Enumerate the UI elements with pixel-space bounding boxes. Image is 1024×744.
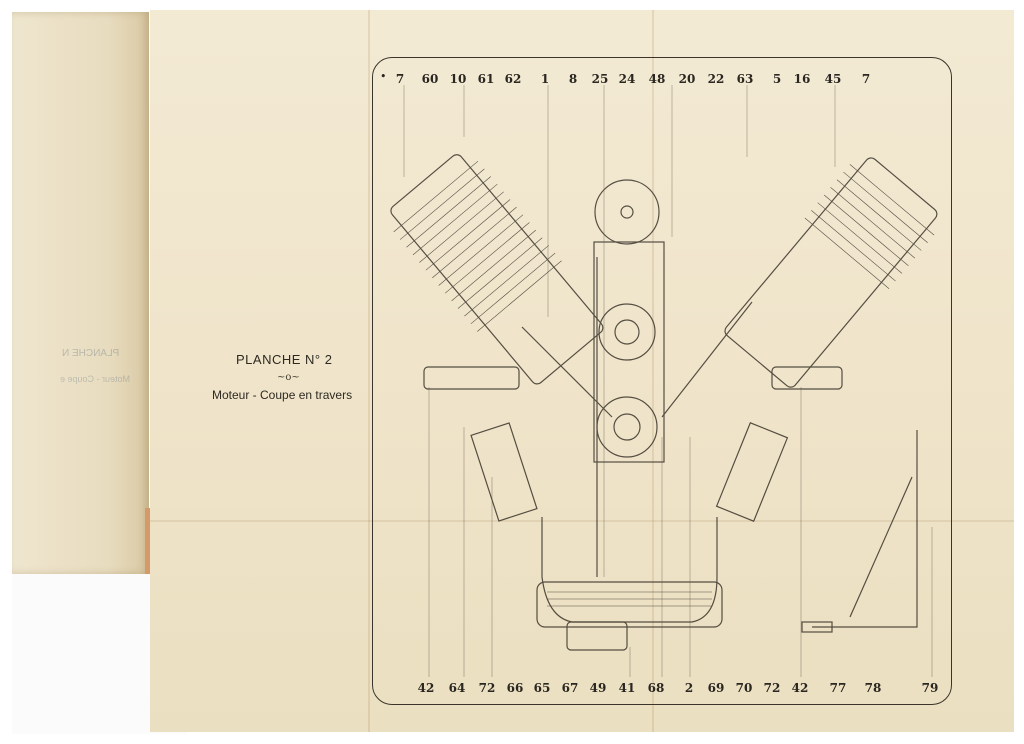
callout-bottom-72: 72 bbox=[478, 681, 496, 695]
callout-top-25: 25 bbox=[591, 72, 609, 86]
callout-top-20: 20 bbox=[678, 72, 696, 86]
callout-top-22: 22 bbox=[707, 72, 725, 86]
callout-top-24: 24 bbox=[618, 72, 636, 86]
drawing-sheet bbox=[150, 10, 1014, 732]
callout-top-63: 63 bbox=[736, 72, 754, 86]
callout-bottom-64: 64 bbox=[448, 681, 466, 695]
callout-top-16: 16 bbox=[793, 72, 811, 86]
drawing-frame bbox=[372, 57, 952, 705]
callout-top-62: 62 bbox=[504, 72, 522, 86]
plate-title: PLANCHE N° 2 bbox=[236, 352, 333, 367]
callout-bottom-77: 77 bbox=[829, 681, 847, 695]
callout-top-61: 61 bbox=[477, 72, 495, 86]
callout-top-1: 1 bbox=[540, 72, 550, 86]
callout-top-60: 60 bbox=[421, 72, 439, 86]
callout-top-8: 8 bbox=[568, 72, 578, 86]
callout-top-7: 7 bbox=[395, 72, 405, 86]
callout-bottom-69: 69 bbox=[707, 681, 725, 695]
callout-bottom-66: 66 bbox=[506, 681, 524, 695]
back-page bbox=[12, 12, 149, 574]
callout-bottom-2: 2 bbox=[684, 681, 694, 695]
callout-top-10: 10 bbox=[449, 72, 467, 86]
plate-subtitle: Moteur - Coupe en travers bbox=[212, 388, 353, 402]
callout-bottom-65: 65 bbox=[533, 681, 551, 695]
ghost-subtitle-show-through: Moteur - Coupe e bbox=[60, 374, 131, 384]
corner-dot: • bbox=[380, 70, 387, 83]
callout-bottom-42: 42 bbox=[417, 681, 435, 695]
right-cylinder bbox=[724, 157, 938, 388]
callout-bottom-78: 78 bbox=[864, 681, 882, 695]
callout-bottom-67: 67 bbox=[561, 681, 579, 695]
callout-bottom-72: 72 bbox=[763, 681, 781, 695]
callout-bottom-70: 70 bbox=[735, 681, 753, 695]
callout-top-7: 7 bbox=[861, 72, 871, 86]
left-cylinder bbox=[390, 154, 604, 385]
callout-bottom-68: 68 bbox=[647, 681, 665, 695]
title-ornament: ~o~ bbox=[277, 372, 300, 383]
callout-bottom-49: 49 bbox=[589, 681, 607, 695]
ghost-title-show-through: PLANCHE N bbox=[62, 348, 120, 359]
fold-line bbox=[368, 10, 370, 732]
callout-top-48: 48 bbox=[648, 72, 666, 86]
fold-line bbox=[150, 520, 1014, 522]
callout-bottom-79: 79 bbox=[921, 681, 939, 695]
engine-cross-section-drawing bbox=[390, 85, 938, 677]
callout-bottom-42: 42 bbox=[791, 681, 809, 695]
callout-top-45: 45 bbox=[824, 72, 842, 86]
callout-top-5: 5 bbox=[772, 72, 782, 86]
fold-line bbox=[652, 10, 654, 732]
callout-bottom-41: 41 bbox=[618, 681, 636, 695]
